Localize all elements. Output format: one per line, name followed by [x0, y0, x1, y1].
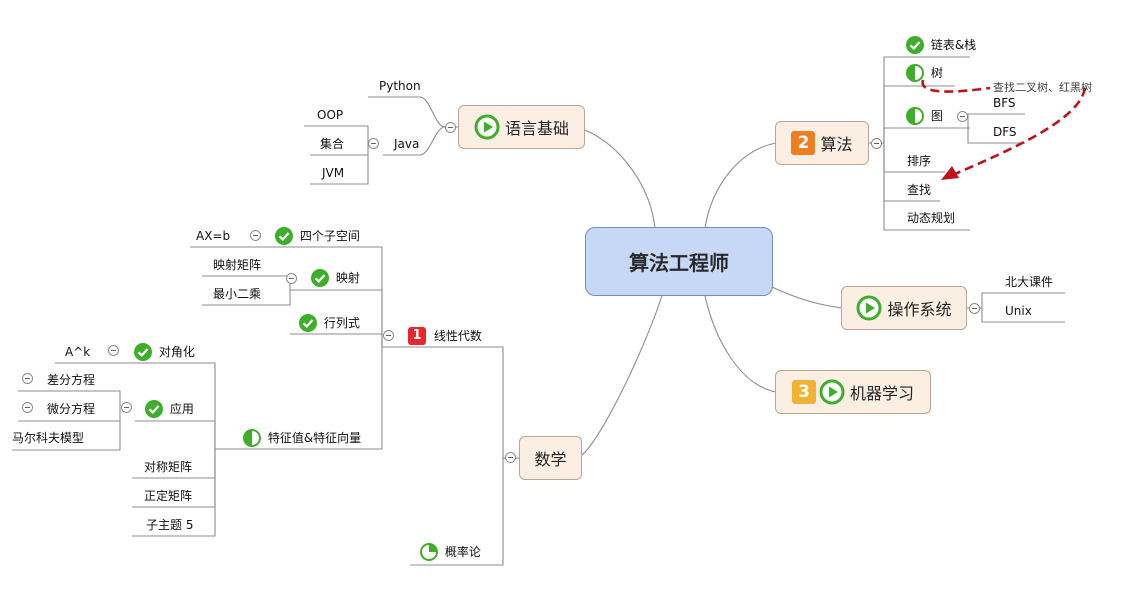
topic-collections[interactable]: 集合: [320, 137, 345, 151]
topic-four-subspaces[interactable]: 四个子空间: [275, 227, 360, 245]
topic-search[interactable]: 查找: [907, 183, 932, 197]
topic-least-squares[interactable]: 最小二乘: [213, 287, 262, 301]
half-progress-icon: [906, 107, 924, 125]
topic-symmetric-matrix[interactable]: 对称矩阵: [144, 460, 193, 474]
branch-ml-label: 机器学习: [849, 384, 914, 403]
branch-os[interactable]: 操作系统: [841, 286, 967, 330]
play-icon: [474, 114, 500, 140]
collapse-icon[interactable]: [108, 345, 119, 356]
topic-ak[interactable]: A^k: [65, 345, 91, 359]
topic-determinant[interactable]: 行列式: [299, 314, 360, 332]
topic-mapping[interactable]: 映射: [311, 269, 360, 287]
play-icon: [856, 295, 882, 321]
topic-unix[interactable]: Unix: [1005, 304, 1032, 318]
topic-graph[interactable]: 图: [906, 107, 943, 125]
branch-algo-label: 算法: [820, 135, 853, 154]
topic-sort[interactable]: 排序: [907, 154, 932, 168]
branch-lang-label: 语言基础: [504, 119, 569, 138]
branch-math-label: 数学: [534, 450, 567, 469]
note-arrowhead: [941, 166, 959, 180]
topic-pku-courseware[interactable]: 北大课件: [1005, 275, 1054, 289]
note-arrow: [921, 79, 1087, 176]
priority-1-icon: 1: [408, 327, 426, 345]
collapse-icon[interactable]: [121, 402, 132, 413]
topic-oop[interactable]: OOP: [317, 108, 344, 122]
collapse-icon[interactable]: [22, 402, 33, 413]
topic-bfs[interactable]: BFS: [993, 96, 1016, 110]
collapse-icon[interactable]: [383, 330, 394, 341]
topic-jvm[interactable]: JVM: [322, 166, 345, 180]
topic-markov-model[interactable]: 马尔科夫模型: [12, 431, 85, 445]
collapse-icon[interactable]: [22, 373, 33, 384]
half-progress-icon: [243, 429, 261, 447]
collapse-icon[interactable]: [250, 230, 261, 241]
topic-dfs[interactable]: DFS: [993, 125, 1017, 139]
topic-tree[interactable]: 树: [906, 64, 943, 82]
branch-os-label: 操作系统: [887, 300, 952, 319]
topic-linear-algebra[interactable]: 1 线性代数: [408, 327, 482, 345]
topic-differential-equation[interactable]: 微分方程: [47, 402, 96, 416]
quarter-progress-icon: [420, 543, 438, 561]
priority-2-icon: 2: [791, 131, 816, 155]
root-label: 算法工程师: [629, 251, 729, 275]
priority-3-icon: 3: [791, 380, 816, 404]
collapse-icon[interactable]: [505, 452, 516, 463]
half-progress-icon: [906, 64, 924, 82]
topic-mapping-matrix[interactable]: 映射矩阵: [213, 258, 262, 272]
topic-axb[interactable]: AX=b: [196, 229, 231, 243]
topic-difference-equation[interactable]: 差分方程: [47, 373, 96, 387]
topic-probability[interactable]: 概率论: [420, 543, 481, 561]
topic-dynamic-programming[interactable]: 动态规划: [907, 211, 956, 225]
topic-python[interactable]: Python: [379, 79, 421, 93]
branch-lang[interactable]: 语言基础: [458, 105, 585, 149]
check-icon: [275, 227, 293, 245]
tree-note: 查找二叉树、红黑树: [993, 81, 1092, 94]
check-icon: [311, 269, 329, 287]
check-icon: [299, 314, 317, 332]
branch-algo[interactable]: 2 算法: [775, 121, 869, 165]
topic-application[interactable]: 应用: [145, 400, 194, 418]
root-node[interactable]: 算法工程师: [585, 227, 773, 296]
collapse-icon[interactable]: [957, 111, 968, 122]
collapse-icon[interactable]: [368, 138, 379, 149]
collapse-icon[interactable]: [969, 303, 980, 314]
collapse-icon[interactable]: [871, 138, 882, 149]
topic-eigen[interactable]: 特征值&特征向量: [243, 429, 361, 447]
check-icon: [906, 36, 924, 54]
check-icon: [145, 400, 163, 418]
check-icon: [134, 343, 152, 361]
topic-positive-definite[interactable]: 正定矩阵: [144, 489, 193, 503]
play-icon: [819, 379, 845, 405]
topic-linked-list-stack[interactable]: 链表&栈: [906, 36, 976, 54]
topic-java[interactable]: Java: [394, 137, 420, 151]
branch-ml[interactable]: 3 机器学习: [775, 370, 931, 414]
branch-math[interactable]: 数学: [519, 436, 582, 480]
collapse-icon[interactable]: [445, 122, 456, 133]
topic-subtopic-5[interactable]: 子主题 5: [146, 518, 194, 532]
topic-diagonalize[interactable]: 对角化: [134, 343, 195, 361]
collapse-icon[interactable]: [286, 273, 297, 284]
